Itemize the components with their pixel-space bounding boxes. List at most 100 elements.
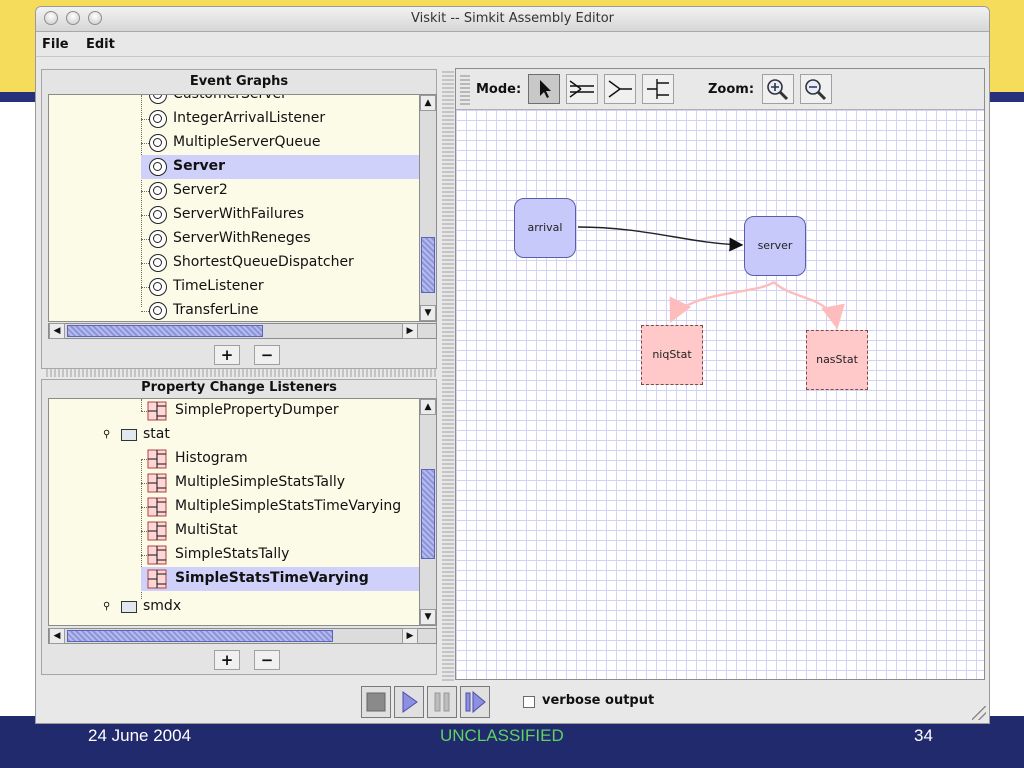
tree-item-pcl-selected[interactable]: SimpleStatsTimeVarying	[141, 567, 422, 591]
step-icon	[465, 690, 486, 714]
pcl-panel: Property Change Listeners SimpleProperty…	[41, 379, 437, 675]
footer-date: 24 June 2004	[88, 726, 192, 745]
expand-handle-icon[interactable]: ⚲	[103, 601, 111, 612]
add-event-graph-button[interactable]: +	[214, 345, 240, 365]
property-change-listener-icon	[647, 79, 669, 99]
select-mode-button[interactable]	[528, 74, 560, 104]
tree-item-event-graph[interactable]: Server2	[49, 179, 422, 203]
zoom-in-button[interactable]	[762, 74, 794, 104]
remove-pcl-button[interactable]: −	[254, 650, 280, 670]
toolbar-grip[interactable]	[460, 73, 470, 105]
stop-icon	[366, 692, 386, 712]
scroll-thumb[interactable]	[421, 469, 435, 559]
tree-folder-smdx[interactable]: ⚲ smdx	[103, 598, 182, 614]
event-graphs-hscrollbar[interactable]: ◀ ▶	[48, 323, 437, 339]
event-graphs-title: Event Graphs	[189, 74, 289, 89]
tree-item-pcl[interactable]: SimplePropertyDumper	[49, 399, 422, 423]
property-change-listener-icon	[147, 497, 167, 517]
tree-item-pcl[interactable]: MultipleSimpleStatsTimeVarying	[49, 495, 422, 519]
tree-item-event-graph-selected[interactable]: Server	[141, 155, 422, 179]
event-graph-icon	[149, 158, 167, 176]
event-graph-icon	[149, 206, 167, 224]
zoom-label: Zoom:	[708, 82, 755, 97]
event-graph-icon	[149, 278, 167, 296]
pcl-title: Property Change Listeners	[141, 380, 337, 395]
pcl-edge-nasstat[interactable]	[773, 281, 845, 330]
step-button[interactable]	[460, 686, 490, 718]
tree-item-event-graph[interactable]: TimeListener	[49, 275, 422, 299]
event-graphs-tree[interactable]: CustomerServer IntegerArrivalListener Mu…	[48, 94, 423, 322]
scroll-down-button[interactable]: ▼	[420, 609, 436, 625]
pcl-edge-niqstat[interactable]	[669, 280, 775, 324]
node-server[interactable]: server	[744, 216, 806, 276]
scroll-right-button[interactable]: ▶	[402, 323, 418, 339]
event-graph-icon	[149, 182, 167, 200]
node-nasstat[interactable]: nasStat	[806, 330, 868, 390]
folder-icon	[121, 429, 137, 441]
menu-edit[interactable]: Edit	[86, 37, 115, 52]
zoom-out-icon	[805, 79, 827, 101]
pcl-vscrollbar[interactable]: ▲ ▼	[419, 398, 437, 626]
tree-item-event-graph[interactable]: ShortestQueueDispatcher	[49, 251, 422, 275]
close-window-button[interactable]	[44, 11, 58, 25]
zoom-window-button[interactable]	[88, 11, 102, 25]
event-graphs-vscrollbar[interactable]: ▲ ▼	[419, 94, 437, 322]
event-graph-icon	[149, 134, 167, 152]
tree-item-event-graph[interactable]: IntegerArrivalListener	[49, 107, 422, 131]
add-pcl-button[interactable]: +	[214, 650, 240, 670]
tree-item-event-graph[interactable]: ServerWithReneges	[49, 227, 422, 251]
scroll-thumb[interactable]	[67, 325, 263, 337]
scroll-down-button[interactable]: ▼	[420, 305, 436, 321]
remove-event-graph-button[interactable]: −	[254, 345, 280, 365]
pause-button[interactable]	[427, 686, 457, 718]
tree-item-event-graph[interactable]: TransferLine	[49, 299, 422, 321]
tree-item-pcl[interactable]: Histogram	[49, 447, 422, 471]
tree-item-pcl[interactable]: SimpleStatsTally	[49, 543, 422, 567]
tree-item-event-graph[interactable]: MultipleServerQueue	[49, 131, 422, 155]
tree-item-pcl[interactable]: MultiStat	[49, 519, 422, 543]
node-niqstat[interactable]: niqStat	[641, 325, 703, 385]
scroll-thumb[interactable]	[421, 237, 435, 293]
main-splitter[interactable]	[442, 69, 454, 681]
expand-handle-icon[interactable]: ⚲	[103, 429, 111, 440]
node-arrival[interactable]: arrival	[514, 198, 576, 258]
tree-item-event-graph[interactable]: ServerWithFailures	[49, 203, 422, 227]
verbose-output-checkbox[interactable]	[523, 696, 535, 708]
run-button[interactable]	[394, 686, 424, 718]
folder-icon	[121, 601, 137, 613]
pcl-tree[interactable]: SimplePropertyDumper ⚲ stat Histogram	[48, 398, 423, 626]
scroll-up-button[interactable]: ▲	[420, 95, 436, 111]
assembly-canvas[interactable]: arrival server niqStat nasStat	[456, 110, 984, 679]
sim-event-listener-mode-button[interactable]	[604, 74, 636, 104]
play-icon	[402, 691, 418, 713]
property-change-listener-icon	[147, 545, 167, 565]
sim-event-listener-edge[interactable]	[577, 226, 744, 252]
panel-splitter[interactable]	[46, 369, 438, 377]
scroll-left-button[interactable]: ◀	[49, 323, 65, 339]
tree-item-pcl[interactable]: MultipleSimpleStatsTally	[49, 471, 422, 495]
verbose-output-label: verbose output	[542, 693, 655, 708]
adapter-mode-button[interactable]	[566, 74, 598, 104]
tree-item-partial[interactable]: CustomerServer	[49, 95, 422, 107]
property-change-listener-icon	[147, 449, 167, 469]
zoom-out-button[interactable]	[800, 74, 832, 104]
slide-footer	[0, 716, 1024, 768]
menu-file[interactable]: File	[42, 37, 69, 52]
pcl-hscrollbar[interactable]: ◀ ▶	[48, 628, 437, 644]
scroll-up-button[interactable]: ▲	[420, 399, 436, 415]
select-arrow-icon	[540, 80, 551, 98]
minimize-window-button[interactable]	[66, 11, 80, 25]
adapter-icon	[569, 80, 594, 98]
event-graph-icon	[149, 254, 167, 272]
stop-button[interactable]	[361, 686, 391, 718]
scroll-thumb[interactable]	[67, 630, 333, 642]
window-title: Viskit -- Simkit Assembly Editor	[410, 11, 615, 26]
footer-page-number: 34	[914, 726, 933, 745]
scroll-right-button[interactable]: ▶	[402, 628, 418, 644]
event-graph-icon	[149, 230, 167, 248]
window-resize-grip[interactable]	[972, 706, 986, 720]
event-graph-icon	[149, 302, 167, 320]
scroll-left-button[interactable]: ◀	[49, 628, 65, 644]
pcl-connection-mode-button[interactable]	[642, 74, 674, 104]
tree-folder-stat[interactable]: ⚲ stat	[103, 426, 170, 442]
